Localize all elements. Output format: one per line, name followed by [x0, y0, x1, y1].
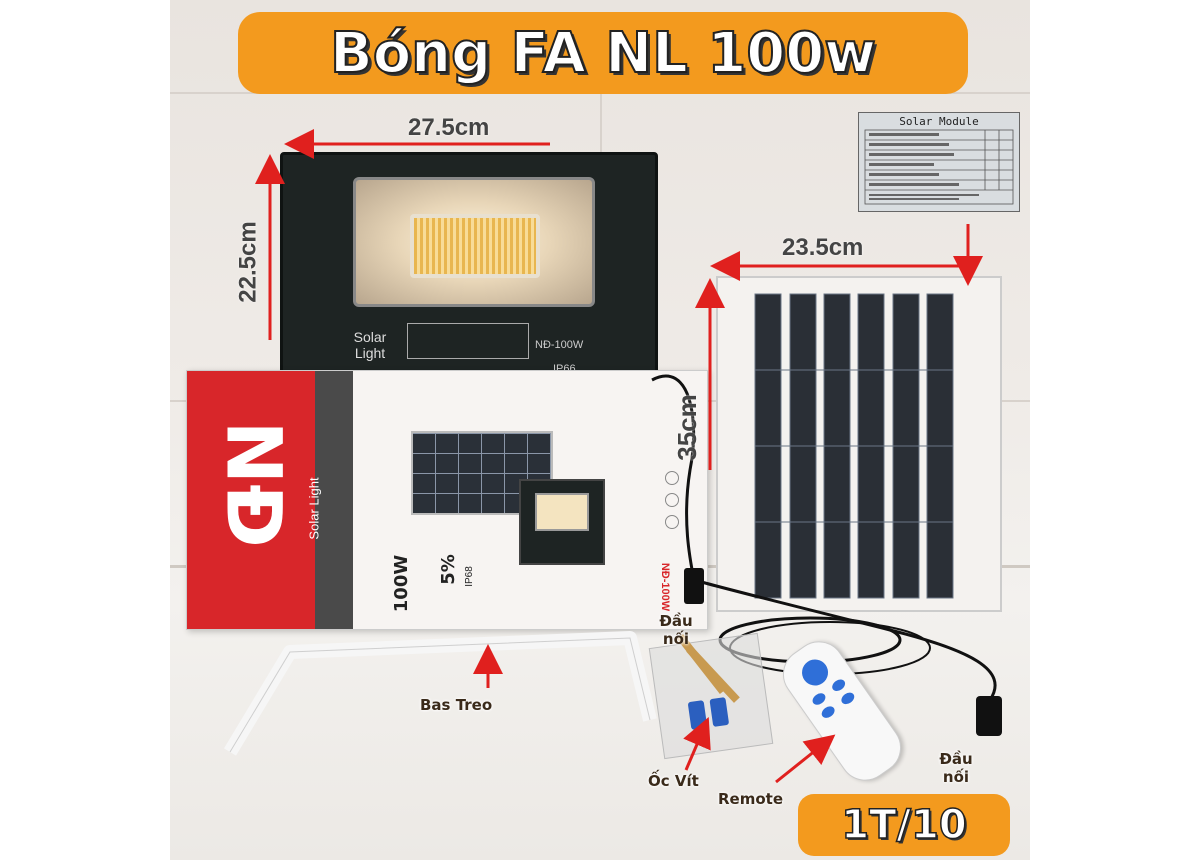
- spec-table-graphic: [864, 129, 1014, 205]
- floodlight-fixture: Solar Light NĐ-100W IP66: [280, 152, 658, 394]
- mounting-bracket: [223, 631, 657, 756]
- price-badge: 1T/10: [798, 794, 1010, 856]
- solar-panel: [716, 276, 1002, 612]
- box-icons: [665, 471, 681, 541]
- led-reflector: [353, 177, 595, 307]
- panel-height-label: 35cm: [671, 394, 702, 461]
- light-height-label: 22.5cm: [234, 221, 262, 303]
- spec-label-title: Solar Module: [899, 115, 979, 128]
- fixture-indicator-panel: [407, 323, 529, 359]
- connector-top-label: Đầu nối: [659, 612, 693, 648]
- product-photo: Bóng FA NL 100w Solar Module Solar L: [170, 0, 1030, 860]
- panel-width-label: 23.5cm: [782, 234, 864, 261]
- box-solar-panel-image: [411, 431, 553, 515]
- dimension-arrows: [255, 129, 983, 784]
- fixture-model: NĐ-100W: [535, 339, 584, 351]
- led-array: [410, 214, 540, 278]
- product-title: Bóng FA NL 100w: [329, 20, 877, 87]
- product-box: NĐ Solar Light 100W 5% IP68 NĐ-100W: [186, 370, 708, 630]
- solar-cells-graphic: [754, 293, 954, 599]
- box-light-image: [519, 479, 605, 565]
- box-red-side: [187, 371, 315, 629]
- light-width-label: 27.5cm: [408, 114, 490, 141]
- connector-bottom-label: Đầu nối: [939, 750, 973, 786]
- price-badge-text: 1T/10: [841, 801, 968, 849]
- remote-label: Remote: [718, 790, 784, 808]
- bracket-label: Bas Treo: [420, 696, 493, 714]
- fixture-brand-text: Solar Light: [353, 329, 387, 361]
- screws-label: Ốc Vít: [648, 772, 699, 790]
- solar-module-spec-label: Solar Module: [858, 112, 1020, 212]
- title-banner: Bóng FA NL 100w: [238, 12, 968, 94]
- box-dark-stripe: [315, 371, 353, 629]
